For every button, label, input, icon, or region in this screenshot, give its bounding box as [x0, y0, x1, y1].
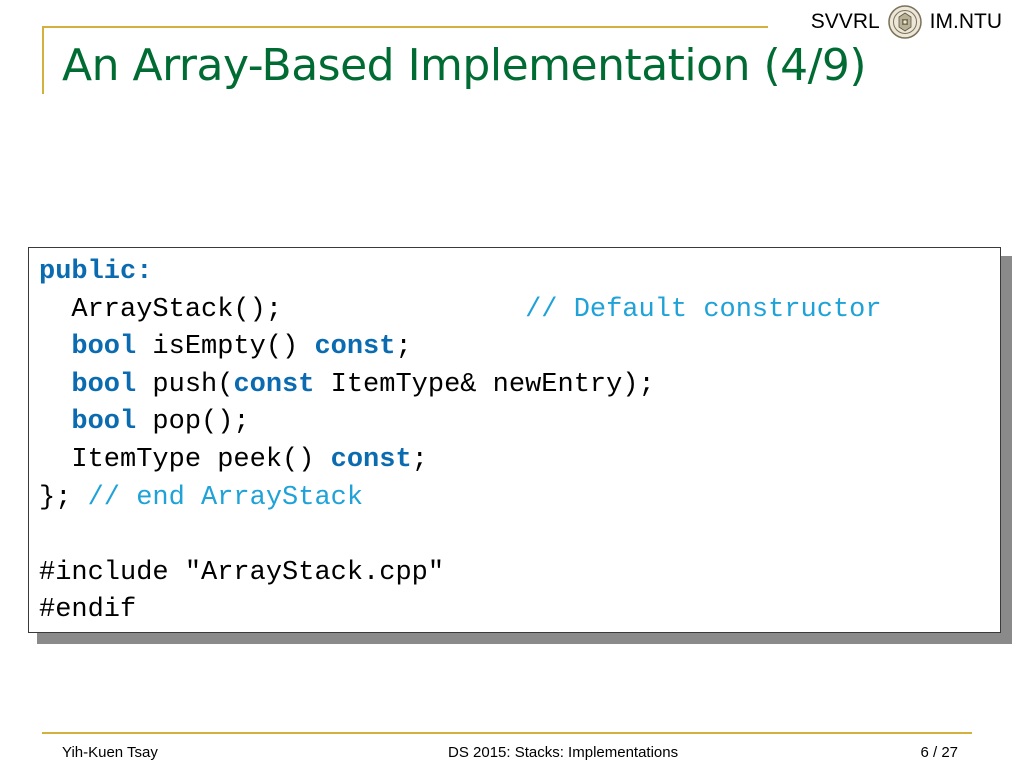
code-keyword: bool	[71, 332, 137, 363]
code-line: #include "ArrayStack.cpp"	[39, 555, 1000, 593]
lab-name: SVVRL	[810, 10, 880, 33]
code-listing: public: ArrayStack(); // Default constru…	[28, 247, 1001, 633]
code-text: };	[39, 482, 88, 513]
footer-author: Yih-Kuen Tsay	[62, 744, 158, 761]
page-current: 6	[920, 744, 929, 761]
code-text: ItemType& newEntry);	[314, 369, 655, 400]
footer-page-number: 6 / 27	[920, 744, 958, 761]
code-keyword: bool	[71, 407, 137, 438]
page-total: 27	[941, 744, 958, 761]
code-line: #endif	[39, 592, 1000, 630]
code-comment: // end ArrayStack	[87, 482, 364, 513]
code-line: bool push(const ItemType& newEntry);	[39, 367, 1000, 405]
code-text: pop();	[136, 407, 250, 438]
code-keyword: bool	[71, 369, 137, 400]
code-text: #endif	[39, 595, 137, 626]
code-text: ItemType peek()	[39, 444, 331, 475]
code-keyword: const	[314, 332, 396, 363]
university-seal-icon	[887, 5, 922, 39]
code-keyword: const	[233, 369, 315, 400]
header-rule-vertical	[42, 26, 44, 94]
code-text: ArrayStack();	[39, 294, 526, 325]
code-text	[39, 332, 71, 362]
code-line: ItemType peek() const;	[39, 442, 1000, 480]
code-text	[39, 370, 71, 400]
code-line	[39, 517, 1000, 555]
code-line: ArrayStack(); // Default constructor	[39, 292, 1000, 330]
brand-header: SVVRL IM.NTU	[810, 5, 1002, 39]
code-comment: // Default constructor	[525, 294, 882, 325]
code-text	[39, 407, 71, 437]
code-line: }; // end ArrayStack	[39, 480, 1000, 518]
footer-course: DS 2015: Stacks: Implementations	[448, 744, 679, 761]
slide-title: An Array-Based Implementation (4/9)	[62, 40, 867, 91]
code-line: bool isEmpty() const;	[39, 329, 1000, 367]
code-keyword: const	[330, 444, 412, 475]
code-text: #include "ArrayStack.cpp"	[39, 557, 445, 588]
header-rule	[42, 26, 768, 28]
code-text: ;	[411, 444, 428, 475]
code-text: isEmpty()	[136, 332, 315, 363]
code-line: public:	[39, 254, 1000, 292]
code-line: bool pop();	[39, 404, 1000, 442]
institution-name: IM.NTU	[929, 10, 1002, 33]
footer-rule	[42, 732, 972, 734]
code-text: push(	[136, 369, 234, 400]
code-text: ;	[395, 332, 412, 363]
code-keyword: public:	[39, 257, 153, 287]
